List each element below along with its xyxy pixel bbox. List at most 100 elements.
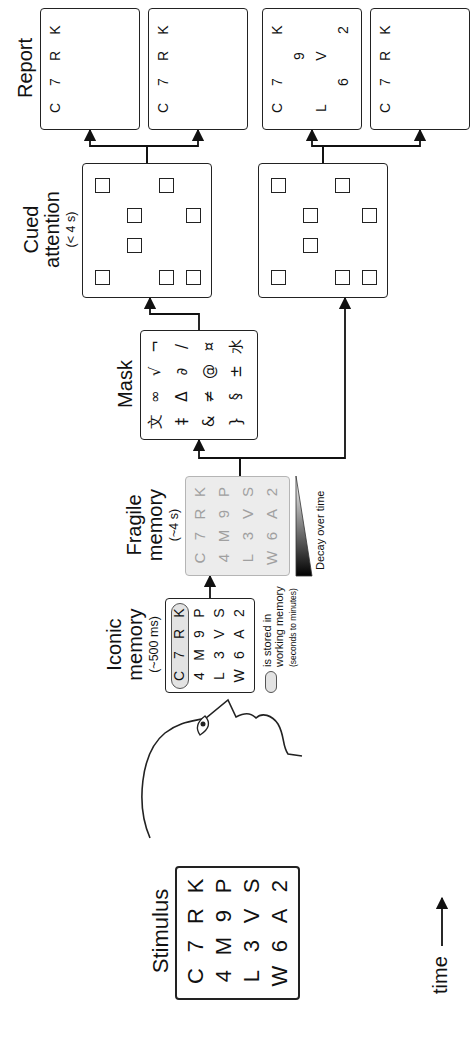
panel-heading: Report <box>15 0 36 144</box>
grid-character: 3 <box>239 931 265 961</box>
grid-character: 7 <box>47 69 64 95</box>
grid-character: C <box>47 95 64 121</box>
stage-duration: (< 4 s) <box>65 180 78 280</box>
grid-character: 7 <box>377 69 394 95</box>
memory-panel: Mask文∞√¬‡Δ∂/&≠@¤}§±水 <box>140 330 258 440</box>
grid-character: 2 <box>267 871 293 901</box>
grid-character: M <box>191 645 208 666</box>
grid-character: R <box>183 901 209 931</box>
grid-character: V <box>239 503 257 525</box>
cue-square <box>362 270 377 285</box>
grid-character: C <box>183 961 209 991</box>
grid-character: 9 <box>291 43 308 69</box>
grid-character: K <box>155 17 172 43</box>
grid-character: ∂ <box>173 359 191 384</box>
legend-item: is stored in working memory <box>261 585 291 693</box>
cue-square <box>335 270 350 285</box>
note-text: (seconds to minutes) <box>289 567 298 667</box>
grid-character: L <box>211 666 228 687</box>
grid-character: 4 <box>191 666 208 687</box>
stage-title: Cued attention <box>21 180 63 280</box>
grid-character: K <box>171 603 188 624</box>
grid-character: M <box>211 931 237 961</box>
cue-square <box>271 270 286 285</box>
grid-character: ∞ <box>146 384 164 409</box>
face-eye <box>197 716 208 735</box>
grid-character: R <box>377 43 394 69</box>
grid-character: L <box>313 95 330 121</box>
time-label: time <box>429 944 451 994</box>
grid-character: K <box>47 17 64 43</box>
panel-heading: Iconic memory(~500 ms) <box>104 595 161 695</box>
flow-arrow <box>147 130 198 163</box>
grid-character: L <box>239 547 257 569</box>
grid-character: C <box>377 95 394 121</box>
flow-arrow <box>199 440 240 476</box>
flow-arrow <box>323 130 420 163</box>
grid-character: 4 <box>215 547 233 569</box>
grid-character: ‡ <box>173 409 191 434</box>
note-text: Decay over time <box>314 460 326 570</box>
grid-character: R <box>191 503 209 525</box>
legend-text: is stored in working memory <box>261 585 285 667</box>
cue-square <box>303 238 318 253</box>
grid-character: 4 <box>211 961 237 991</box>
memory-panel: Fragile memory(~4 s)C7RK4M9PL3VSW6A2 <box>185 476 290 576</box>
grid-character: C <box>269 95 286 121</box>
stage-duration: (~4 s) <box>168 475 181 575</box>
cue-square <box>95 270 110 285</box>
grid-character: 7 <box>171 645 188 666</box>
grid-character: P <box>211 871 237 901</box>
flow-arrow <box>209 576 211 598</box>
memory-panel: C7RK <box>148 8 248 130</box>
grid-character: P <box>191 603 208 624</box>
grid-character: P <box>215 481 233 503</box>
grid-character: V <box>313 43 330 69</box>
panel-heading: Stimulus <box>149 849 172 1013</box>
decay-wedge <box>296 476 312 576</box>
grid-character: R <box>47 43 64 69</box>
flow-arrow <box>150 298 199 330</box>
grid-character: 水 <box>227 334 245 359</box>
memory-panel: Iconic memory(~500 ms)C7RK4M9PL3VSW6A2 <box>165 598 255 693</box>
cue-square <box>362 208 377 223</box>
memory-panel: C7 K9LV6 2 <box>262 8 362 130</box>
memory-panel: StimulusC7RK4M9PL3VSW6A2 <box>175 866 300 1000</box>
grid-character: 6 <box>335 69 352 95</box>
grid-character: W <box>267 961 293 991</box>
cue-square <box>335 178 350 193</box>
grid-character: 7 <box>191 525 209 547</box>
grid-character: 文 <box>146 409 164 434</box>
grid-character: 6 <box>263 525 281 547</box>
grid-character: 6 <box>267 931 293 961</box>
grid-character: K <box>269 17 286 43</box>
grid-character: W <box>263 547 281 569</box>
grid-character: C <box>191 547 209 569</box>
grid-character: 2 <box>335 17 352 43</box>
grid-character: V <box>211 624 228 645</box>
grid-character: R <box>155 43 172 69</box>
cue-square <box>186 270 201 285</box>
grid-character: 9 <box>191 624 208 645</box>
grid-character: 7 <box>155 69 172 95</box>
stage-title: Mask <box>115 314 136 454</box>
grid-character: A <box>263 503 281 525</box>
grid-character: 6 <box>231 645 248 666</box>
grid-character: ¬ <box>146 334 164 359</box>
cue-square <box>159 270 174 285</box>
grid-character: K <box>183 871 209 901</box>
panel-heading: Fragile memory(~4 s) <box>124 475 181 575</box>
grid-character: § <box>227 384 245 409</box>
grid-character: 7 <box>269 69 286 95</box>
grid-character: 9 <box>211 901 237 931</box>
grid-character: 2 <box>263 481 281 503</box>
panel-heading: Cued attention(< 4 s) <box>21 180 78 280</box>
grid-character: K <box>377 17 394 43</box>
grid-character: A <box>267 901 293 931</box>
cue-square <box>303 208 318 223</box>
flow-arrow <box>312 130 323 163</box>
cue-square <box>159 178 174 193</box>
grid-character: S <box>239 481 257 503</box>
grid-character: 3 <box>211 645 228 666</box>
